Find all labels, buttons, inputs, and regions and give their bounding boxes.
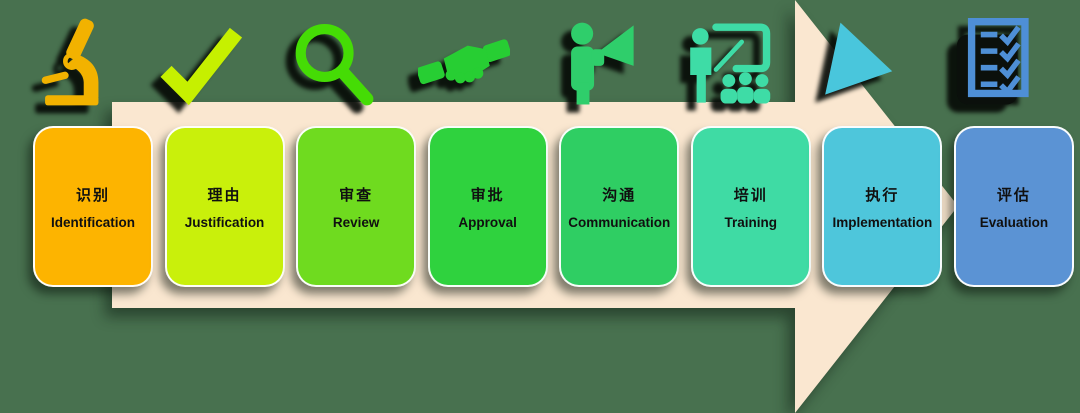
step-label-zh: 沟通 <box>602 186 637 204</box>
icons-row <box>33 6 1074 110</box>
microscope-icon <box>41 18 99 106</box>
icon-cell-approval <box>417 6 548 110</box>
step-label-en: Training <box>724 214 778 230</box>
play-triangle-icon <box>825 22 893 95</box>
step-card-implementation: 执行 Implementation <box>822 126 943 287</box>
step-card-review: 审查 Review <box>296 126 417 287</box>
checkmark-icon <box>160 27 242 106</box>
step-card-communication: 沟通 Communication <box>559 126 680 287</box>
step-card-training: 培训 Training <box>690 126 811 287</box>
magnifier-icon <box>295 23 374 106</box>
cards-row: 识别 Identification 理由 Justification 审查 Re… <box>33 126 1074 287</box>
training-presentation-icon <box>690 23 771 104</box>
icon-cell-identification <box>33 6 153 110</box>
step-label-en: Identification <box>51 214 135 230</box>
checklist-icon <box>956 18 1029 105</box>
step-label-en: Approval <box>458 214 517 230</box>
step-label-en: Review <box>332 214 380 230</box>
step-label-zh: 理由 <box>207 186 242 204</box>
icon-cell-communication <box>559 6 679 110</box>
icon-cell-implementation <box>822 6 942 110</box>
step-label-en: Communication <box>568 214 671 230</box>
icon-cell-evaluation <box>954 6 1074 110</box>
step-card-approval: 审批 Approval <box>427 126 548 287</box>
megaphone-person-icon <box>571 22 634 105</box>
step-card-identification: 识别 Identification <box>33 126 153 287</box>
step-card-evaluation: 评估 Evaluation <box>953 126 1074 287</box>
step-label-en: Evaluation <box>979 214 1049 230</box>
step-card-justification: 理由 Justification <box>164 126 285 287</box>
step-label-zh: 培训 <box>733 186 768 204</box>
icon-cell-justification <box>160 6 285 110</box>
handshake-icon <box>417 39 510 85</box>
step-label-zh: 评估 <box>996 186 1031 204</box>
icon-cell-review <box>295 6 416 110</box>
step-label-zh: 执行 <box>865 186 900 204</box>
step-label-zh: 审查 <box>339 186 374 204</box>
step-label-en: Justification <box>184 214 265 230</box>
step-label-en: Implementation <box>832 214 933 230</box>
icon-cell-training <box>690 6 811 110</box>
step-label-zh: 审批 <box>470 186 505 204</box>
step-label-zh: 识别 <box>75 186 110 204</box>
